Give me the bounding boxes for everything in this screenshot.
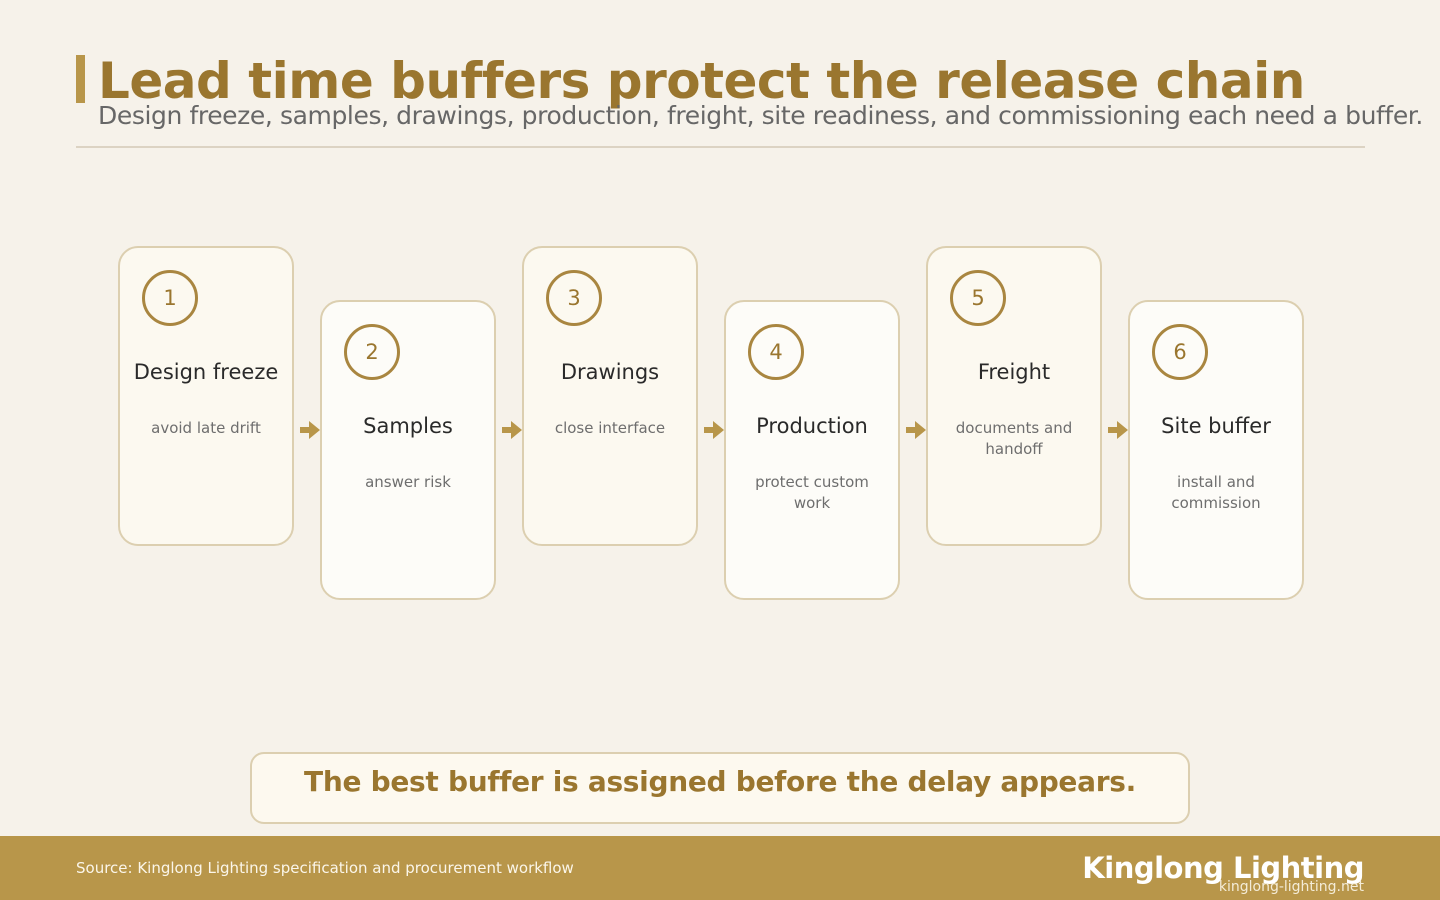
step-card-site-buffer: 6 Site buffer install and commission bbox=[1128, 300, 1304, 600]
step-number-badge: 3 bbox=[546, 270, 602, 326]
step-title: Production bbox=[756, 414, 868, 438]
step-number-badge: 1 bbox=[142, 270, 198, 326]
step-description: answer risk bbox=[365, 473, 451, 491]
arrow-right-icon bbox=[502, 421, 522, 439]
step-card-drawings: 3 Drawings close interface bbox=[522, 246, 698, 546]
step-description: documents and handoff bbox=[955, 419, 1073, 458]
step-card-samples: 2 Samples answer risk bbox=[320, 300, 496, 600]
step-number-badge: 5 bbox=[950, 270, 1006, 326]
page-title: Lead time buffers protect the release ch… bbox=[98, 52, 1305, 110]
arrow-right-icon bbox=[300, 421, 320, 439]
step-number-badge: 4 bbox=[748, 324, 804, 380]
brand-name: Kinglong Lighting bbox=[1082, 851, 1364, 885]
page-subtitle: Design freeze, samples, drawings, produc… bbox=[98, 101, 1423, 130]
step-description: protect custom work bbox=[755, 473, 869, 512]
step-card-design-freeze: 1 Design freeze avoid late drift bbox=[118, 246, 294, 546]
step-description: install and commission bbox=[1171, 473, 1261, 512]
step-description: close interface bbox=[554, 419, 666, 437]
footer-bar: Source: Kinglong Lighting specification … bbox=[0, 836, 1440, 900]
step-number-badge: 6 bbox=[1152, 324, 1208, 380]
step-description: avoid late drift bbox=[151, 419, 261, 437]
header-divider bbox=[76, 146, 1365, 148]
key-takeaway-callout: The best buffer is assigned before the d… bbox=[250, 752, 1190, 824]
brand-url: kinglong-lighting.net bbox=[1218, 879, 1364, 895]
step-title: Samples bbox=[363, 414, 453, 438]
arrow-right-icon bbox=[1108, 421, 1128, 439]
step-number-badge: 2 bbox=[344, 324, 400, 380]
step-title: Freight bbox=[977, 360, 1051, 384]
arrow-right-icon bbox=[906, 421, 926, 439]
step-title: Design freeze bbox=[133, 360, 279, 384]
step-title: Drawings bbox=[560, 360, 660, 384]
title-accent-bar bbox=[76, 55, 85, 103]
arrow-right-icon bbox=[704, 421, 724, 439]
step-title: Site buffer bbox=[1161, 414, 1271, 438]
step-card-freight: 5 Freight documents and handoff bbox=[926, 246, 1102, 546]
step-card-production: 4 Production protect custom work bbox=[724, 300, 900, 600]
source-note: Source: Kinglong Lighting specification … bbox=[76, 859, 574, 877]
